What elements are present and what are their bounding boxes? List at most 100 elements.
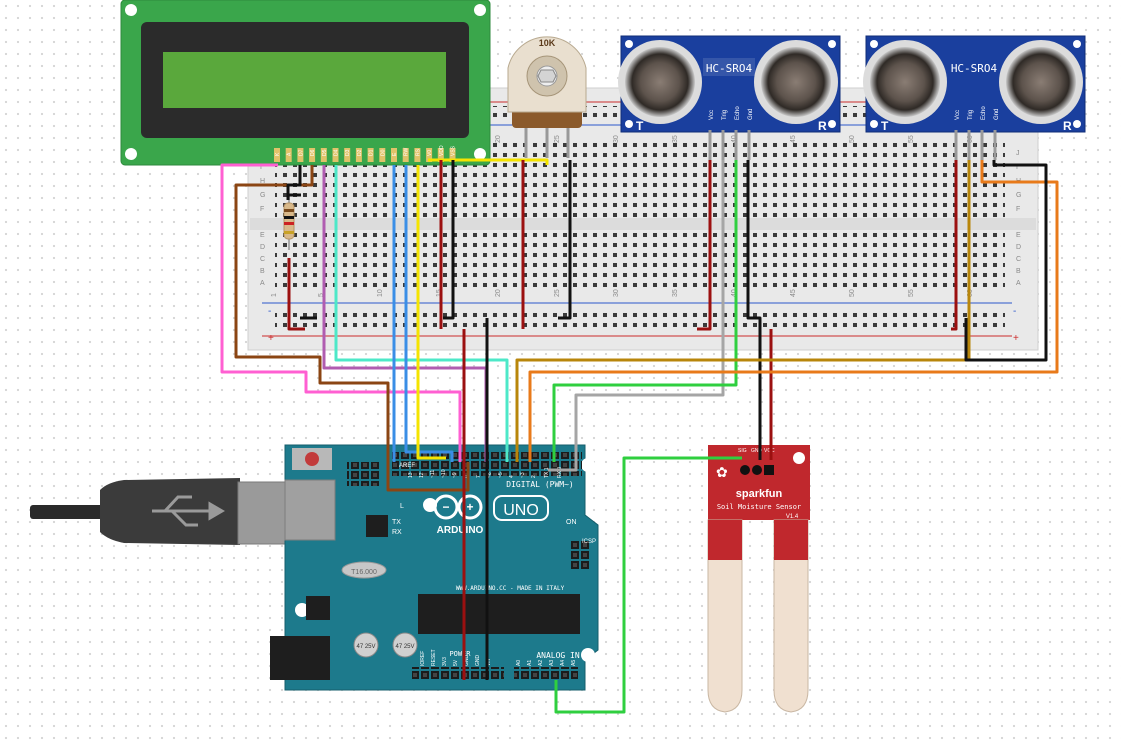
- rx-label: RX: [392, 529, 402, 536]
- crystal-label: T16.000: [351, 569, 377, 576]
- lcd-pin-label: D0: [380, 149, 386, 156]
- lcd-pin[interactable]: [437, 148, 444, 162]
- sensor-left-rx-label: R: [818, 119, 827, 133]
- l-led-label: L: [400, 503, 404, 510]
- made-in-label: WWW.ARDUINO.CC - MADE IN ITALY: [456, 585, 565, 592]
- arduino-model: UNO: [503, 502, 539, 519]
- lcd-pin[interactable]: [449, 148, 456, 162]
- col-number-top: 55: [908, 135, 915, 143]
- digital-pin-label: ~6: [487, 472, 493, 478]
- lcd-pin[interactable]: [355, 148, 362, 162]
- analog-label: ANALOG IN: [536, 651, 580, 660]
- wire-black[interactable]: [964, 160, 1048, 362]
- power-label: POWER: [449, 650, 471, 658]
- wire-green[interactable]: [552, 160, 738, 462]
- wire-cyan[interactable]: [334, 165, 509, 462]
- lcd-pin[interactable]: [332, 148, 339, 162]
- power-header: [412, 667, 504, 681]
- wire-yellow[interactable]: [428, 158, 549, 165]
- wire-pink[interactable]: [220, 163, 462, 462]
- digital-pin-label: ~9: [452, 472, 458, 478]
- col-number-bottom: 50: [849, 289, 856, 297]
- lcd-pin[interactable]: [285, 148, 292, 162]
- row-letter-right: C: [1016, 256, 1021, 263]
- row-letter-left: C: [260, 256, 265, 263]
- analog-pin-label: A0: [516, 660, 522, 666]
- analog-pin-label: A5: [571, 660, 577, 666]
- lcd-pin[interactable]: [320, 148, 327, 162]
- sensor-pin-label: Vcc: [955, 110, 961, 120]
- aref-label: AREF: [399, 463, 415, 469]
- col-number-bottom: 30: [613, 289, 620, 297]
- digital-pin-label: ~10: [441, 469, 447, 478]
- col-number-bottom: 25: [554, 289, 561, 297]
- lcd-pin[interactable]: [426, 148, 433, 162]
- icsp-header: [571, 540, 591, 570]
- soil-title: Soil Moisture Sensor: [717, 503, 801, 511]
- lcd-pin[interactable]: [274, 148, 280, 162]
- lcd-pin[interactable]: [391, 148, 397, 162]
- row-letter-left: A: [260, 280, 265, 287]
- rail-minus-right: -: [1013, 306, 1016, 317]
- digital-pin-label: 4: [509, 475, 515, 478]
- wire-blue[interactable]: [404, 165, 454, 462]
- row-letter-right: D: [1016, 244, 1021, 251]
- col-number-bottom: 20: [495, 289, 502, 297]
- wire-red[interactable]: [951, 160, 958, 331]
- lcd-pin[interactable]: [414, 148, 421, 162]
- row-letter-left: I: [260, 164, 262, 171]
- soil-pin-label: GND: [751, 448, 763, 454]
- col-number-bottom: 60: [967, 289, 974, 297]
- col-number-top: 60: [967, 135, 974, 143]
- lcd-pin[interactable]: [297, 148, 304, 162]
- wires: [220, 158, 1059, 714]
- lcd-pin-label: K: [275, 152, 281, 156]
- row-letter-right: B: [1016, 268, 1021, 275]
- resistor: [283, 195, 295, 250]
- sensor-pin-label: Echo: [735, 106, 741, 120]
- lcd-pin[interactable]: [367, 148, 374, 162]
- row-letter-left: G: [260, 192, 265, 199]
- digital-pin-label: ~3: [520, 472, 526, 478]
- sensor-right-rx-label: R: [1063, 119, 1072, 133]
- lcd-pin[interactable]: [379, 148, 386, 162]
- wire-black[interactable]: [443, 160, 455, 320]
- lcd-pin-label: D2: [357, 149, 363, 156]
- lcd-pin-label: E: [392, 152, 398, 156]
- row-letter-right: A: [1016, 280, 1021, 287]
- wire-gold[interactable]: [515, 160, 971, 462]
- lcd-pin[interactable]: [402, 148, 409, 162]
- wire-green[interactable]: [554, 456, 742, 714]
- col-number-bottom: 35: [672, 289, 679, 297]
- wire-red[interactable]: [697, 160, 712, 331]
- digital-label: DIGITAL (PWM~): [506, 480, 573, 489]
- wire-yellow[interactable]: [416, 165, 446, 460]
- digital-pin-label: ~5: [498, 472, 504, 478]
- digital-pin-label: 2: [531, 475, 537, 478]
- wire-orange[interactable]: [528, 160, 1059, 462]
- on-label: ON: [566, 519, 577, 526]
- digital-pin-label: RX 0: [557, 467, 563, 478]
- analog-header: [514, 667, 578, 681]
- wire-black[interactable]: [286, 165, 302, 200]
- lcd-pin[interactable]: [344, 148, 351, 162]
- wire-grey[interactable]: [548, 160, 725, 472]
- power-pin-label: 3V3: [442, 657, 448, 666]
- sensor-left-model: HC-SRO4: [706, 62, 753, 75]
- wire-black[interactable]: [558, 160, 572, 320]
- wire-black[interactable]: [746, 160, 762, 460]
- col-number-bottom: 5: [318, 293, 325, 297]
- col-number-bottom: 1: [271, 293, 278, 297]
- row-letter-right: E: [1016, 232, 1021, 239]
- wire-brown[interactable]: [234, 165, 470, 492]
- lcd-pin-label: D1: [369, 149, 375, 156]
- usb-icon: [152, 495, 225, 527]
- lcd-pin[interactable]: [309, 148, 316, 162]
- lcd-pin-label: VSS: [451, 145, 457, 156]
- wire-red[interactable]: [287, 258, 305, 331]
